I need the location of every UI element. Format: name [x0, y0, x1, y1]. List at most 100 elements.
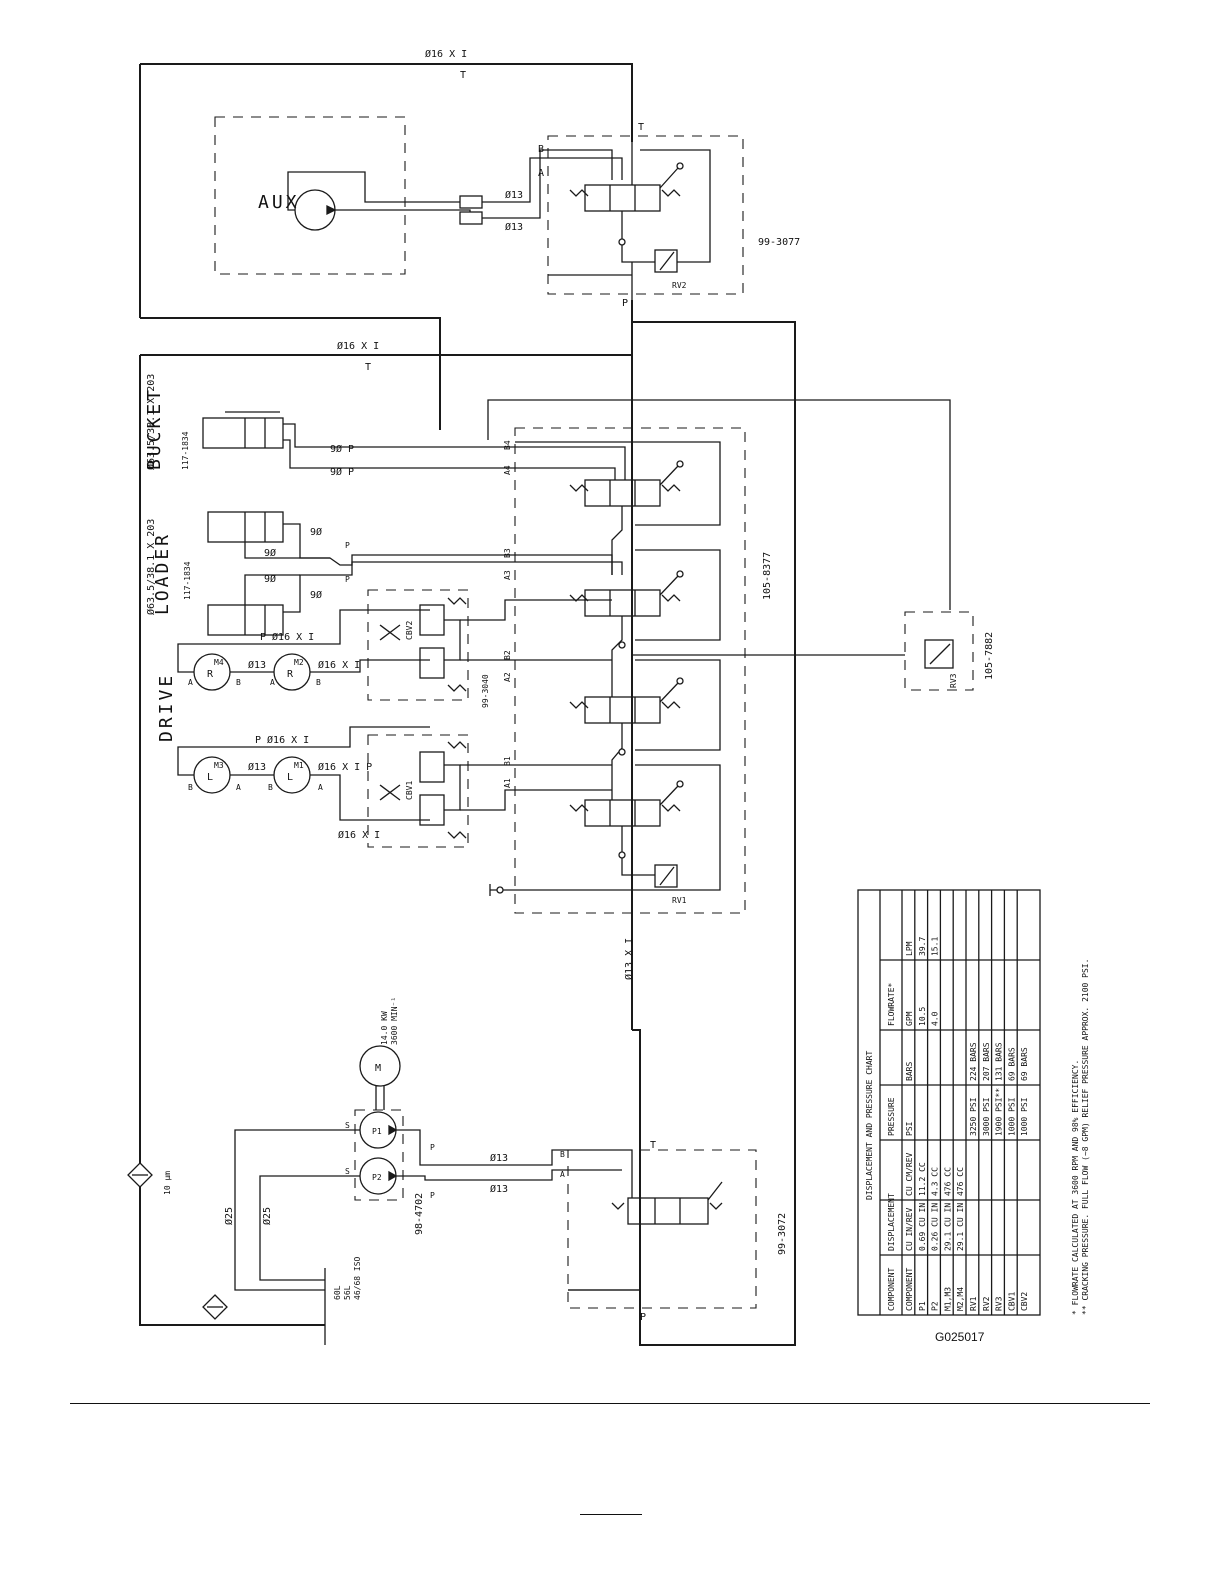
chart-header-cell: COMPONENT — [905, 1267, 914, 1311]
tank-line2: 56L — [343, 1285, 352, 1300]
rv3-part: 105-7882 — [984, 632, 995, 680]
chart-cell: 29.1 CU IN — [956, 1203, 965, 1251]
rv3-section: RV3 105-7882 — [487, 399, 995, 691]
chart-cell: 69 BARS — [1020, 1047, 1029, 1081]
aux-section: AUX Ø13 Ø13 A B T P 99-3077 RV2 — [214, 116, 800, 309]
chart-group-header: PRESSURE — [887, 1097, 896, 1136]
pump-dia13-b: Ø13 — [490, 1183, 508, 1195]
m3-label: M3 — [214, 761, 224, 770]
chart-cell: 0.69 CU IN — [918, 1203, 927, 1251]
pump-part: 98-4702 — [414, 1193, 425, 1235]
loader-size: Ø63.5/38.1 X 203 — [145, 519, 157, 615]
chart-cell: M2,M4 — [956, 1287, 965, 1311]
drive-section: DRIVE R R M4 M2 Ø13 P Ø16 X I Ø16 X I A … — [156, 589, 612, 848]
chart-cell: 224 BARS — [969, 1042, 978, 1081]
m1-l: L — [287, 772, 293, 783]
m2-label: M2 — [294, 658, 304, 667]
bucket-label: BUCKET — [144, 387, 165, 470]
chart-title: DISPLACEMENT AND PRESSURE CHART — [865, 1051, 874, 1200]
chart-cell: 3000 PSI — [982, 1097, 991, 1136]
bottom-valve-a: A — [560, 1170, 565, 1179]
bucket-9p-a: 9Ø P — [330, 443, 354, 455]
m4-b: B — [236, 678, 241, 687]
loader-label: LOADER — [152, 532, 173, 615]
port-b3: B3 — [503, 548, 512, 558]
m2-r: R — [287, 669, 294, 680]
pump-dia13-a: Ø13 — [490, 1152, 508, 1164]
m4-a: A — [188, 678, 193, 687]
t-top: T — [460, 70, 466, 81]
chart-cell: 29.1 CU IN — [943, 1203, 952, 1251]
chart-cell: 69 BARS — [1007, 1047, 1016, 1081]
main-valve-part: 105-8377 — [762, 552, 773, 600]
m1-a: A — [318, 783, 323, 792]
suction-25-a: Ø25 — [223, 1207, 235, 1225]
chart-cell: RV2 — [982, 1296, 991, 1311]
bottom-valve-b: B — [560, 1150, 565, 1159]
chart-cell: 207 BARS — [982, 1042, 991, 1081]
drive-r-p16: P Ø16 X I — [260, 631, 314, 643]
tank-line3: 46/68 ISO — [353, 1256, 362, 1300]
port-a4: A4 — [503, 465, 512, 475]
drive-r-dia13: Ø13 — [248, 659, 266, 671]
drive-l-dia13: Ø13 — [248, 761, 266, 773]
chart-header-cell: CU IN/REV — [905, 1207, 914, 1251]
chart-cell: 476 CC — [943, 1167, 952, 1196]
drive-label: DRIVE — [156, 673, 177, 742]
bucket-cylinder — [202, 417, 284, 449]
hose-13-main-label: Ø13 X I — [623, 938, 635, 980]
bottom-valve-part: 99-3072 — [777, 1213, 788, 1255]
bucket-size: Ø63.5/38.1 X 203 — [145, 374, 157, 470]
m3-a: A — [236, 783, 241, 792]
chart-cell: 3250 PSI — [969, 1097, 978, 1136]
chart-cell: 39.7 — [918, 937, 927, 956]
bottom-valve: T P 99-3072 A B — [560, 1140, 788, 1323]
m4-label: M4 — [214, 658, 224, 667]
p1-label: P1 — [372, 1127, 382, 1136]
t-mid: T — [365, 362, 371, 373]
drive-r-16: Ø16 X I — [318, 659, 360, 671]
hose-16-mid-label: Ø16 X I — [337, 340, 379, 352]
rv3-valve — [924, 639, 954, 669]
footer-rule — [70, 1403, 1150, 1404]
drive-l-p16: P Ø16 X I — [255, 734, 309, 746]
motor-speed: 3600 MIN⁻¹ — [390, 997, 399, 1045]
chart-cell: 15.1 — [931, 937, 940, 956]
chart-cell: 10.5 — [918, 1007, 927, 1026]
rv1-valve — [654, 864, 678, 888]
bucket-part: 117-1834 — [181, 431, 190, 470]
rv3-label: RV3 — [949, 673, 958, 688]
chart-cell: 131 BARS — [995, 1042, 1004, 1081]
chart-header-cell: BARS — [905, 1062, 914, 1081]
chart-cell: 11.2 CC — [918, 1162, 927, 1196]
m2-a: A — [270, 678, 275, 687]
chart-cell: P2 — [931, 1301, 940, 1311]
p2-label: P2 — [372, 1173, 382, 1182]
m1-b: B — [268, 783, 273, 792]
m2-b: B — [316, 678, 321, 687]
aux-b: B — [538, 144, 544, 155]
loader-9-c: 9Ø — [264, 573, 276, 585]
port-a2: A2 — [503, 672, 512, 682]
chart-header-cell: LPM — [905, 941, 914, 956]
port-a3: A3 — [503, 570, 512, 580]
chart-header-cell: PSI — [905, 1121, 914, 1136]
chart-cell: M1,M3 — [943, 1287, 952, 1311]
loader-9-d: 9Ø — [310, 589, 322, 601]
loader-9-b: 9Ø — [264, 547, 276, 559]
loader-9-a: 9Ø — [310, 526, 322, 538]
rv2-valve — [654, 249, 678, 273]
chart-cell: 4.0 — [931, 1011, 940, 1026]
bucket-9p-b: 9Ø P — [330, 466, 354, 478]
cbv1-valve — [419, 751, 445, 783]
chart-cell: CBV1 — [1007, 1292, 1016, 1311]
chart-cell: RV1 — [969, 1296, 978, 1311]
m4-r: R — [207, 669, 214, 680]
chart-cell: RV3 — [995, 1296, 1004, 1311]
aux-dia13-b: Ø13 — [505, 221, 523, 233]
aux-valve-part: 99-3077 — [758, 237, 800, 248]
drive-l-16: Ø16 X I — [338, 829, 380, 841]
chart-cell: P1 — [918, 1301, 927, 1311]
filter-rating: 10 µm — [163, 1171, 172, 1195]
chart-cell: 1000 PSI — [1020, 1097, 1029, 1136]
